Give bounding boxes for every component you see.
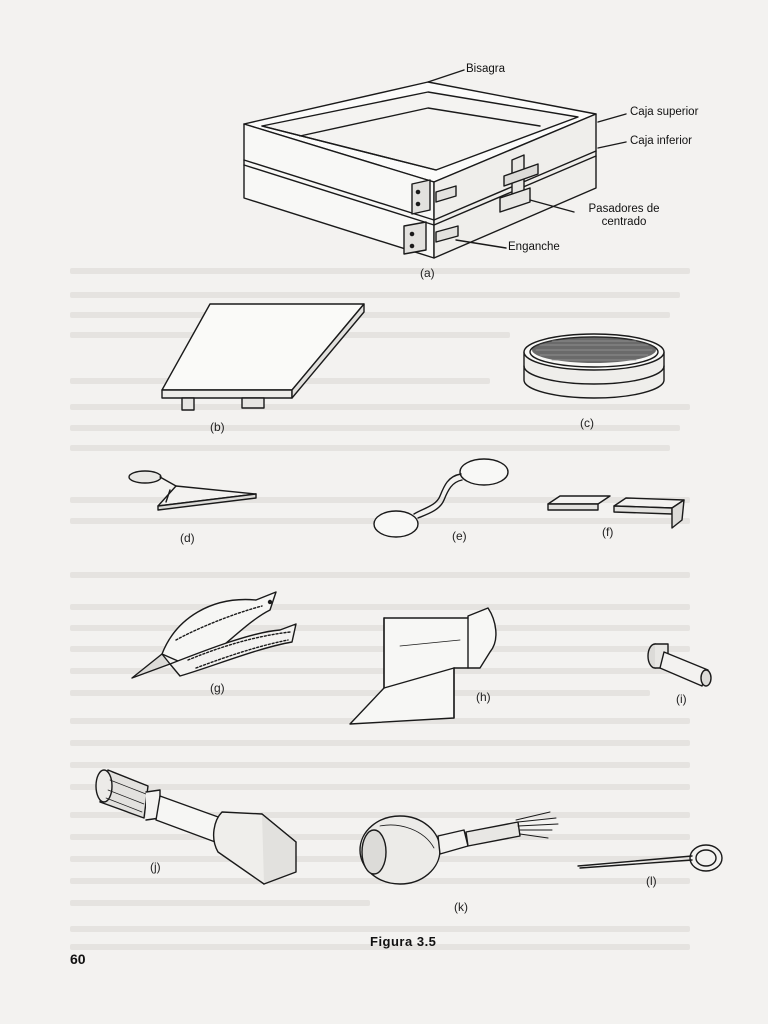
trowel-drawing <box>128 470 257 511</box>
sublabel-k: (k) <box>454 900 468 914</box>
pin-plug-drawing <box>647 643 712 687</box>
label-latch: Enganche <box>508 241 560 253</box>
sublabel-a: (a) <box>420 266 435 280</box>
label-centering-pins: Pasadores de centrado <box>574 203 674 228</box>
figure-caption: Figura 3.5 <box>370 934 437 949</box>
sublabel-f: (f) <box>602 525 614 539</box>
page-number: 60 <box>70 951 86 967</box>
bellows-drawing <box>131 591 297 679</box>
sublabel-l: (l) <box>646 874 657 888</box>
sublabel-b: (b) <box>210 420 225 434</box>
sublabel-c: (c) <box>580 416 594 430</box>
vent-wire-drawing <box>577 844 723 872</box>
corner-slick-drawing <box>547 495 685 529</box>
label-centering-pins-line1: Pasadores de <box>588 203 660 215</box>
label-centering-pins-line2: centrado <box>601 215 647 228</box>
double-spoon-drawing <box>373 458 509 538</box>
flask-box-drawing <box>243 69 627 259</box>
sublabel-h: (h) <box>476 690 491 704</box>
swab-bulb-drawing <box>359 811 559 885</box>
sublabel-j: (j) <box>150 860 161 874</box>
sublabel-e: (e) <box>452 529 467 543</box>
sublabel-i: (i) <box>676 692 687 706</box>
bent-sheet-drawing <box>349 607 497 725</box>
label-hinge: Bisagra <box>466 63 505 75</box>
molding-board-drawing <box>161 303 365 411</box>
riddle-sieve-drawing <box>523 333 665 399</box>
label-lower-box: Caja inferior <box>630 135 692 147</box>
sublabel-d: (d) <box>180 531 195 545</box>
label-upper-box: Caja superior <box>630 106 699 118</box>
sublabel-g: (g) <box>210 681 225 695</box>
rammer-drawing <box>95 769 297 885</box>
